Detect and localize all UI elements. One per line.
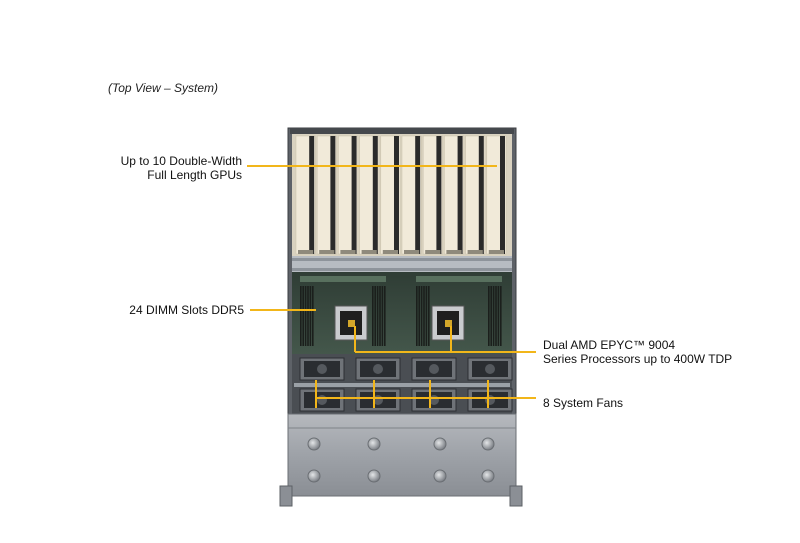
dimm-slot: [420, 286, 423, 346]
dimm-slot: [307, 286, 309, 346]
dimm-slot: [490, 286, 492, 346]
fan-callout-label: 8 System Fans: [543, 396, 623, 410]
cpu-callout-line1: Dual AMD EPYC™ 9004: [543, 338, 676, 352]
dimm-slot: [428, 286, 430, 346]
gpu-card: [401, 135, 422, 255]
gpu-card: [444, 135, 464, 255]
front-screw: [367, 469, 381, 483]
system-fans: [299, 357, 513, 412]
fan-callout-line: [315, 380, 536, 408]
dimm-slot: [312, 286, 314, 346]
motherboard: [292, 272, 512, 354]
front-panel-screws: [307, 437, 495, 483]
dimm-slot: [372, 286, 374, 346]
front-screw: [307, 469, 321, 483]
cpu-callout-line: [354, 326, 536, 353]
system-fan: [467, 357, 513, 381]
system-fan: [411, 388, 457, 412]
gpu-card: [295, 135, 316, 255]
gpu-card: [422, 135, 443, 255]
dimm-slot: [384, 286, 386, 346]
dimm-slot: [376, 286, 379, 346]
gpu-card: [486, 135, 507, 255]
front-screw: [481, 437, 495, 451]
system-fan: [411, 357, 457, 381]
gpu-card: [465, 135, 486, 255]
cpu-socket-1: [334, 305, 368, 341]
dimm-slot: [379, 286, 381, 346]
dimm-slot: [381, 286, 384, 346]
system-fan: [355, 357, 401, 381]
dimm-slot: [423, 286, 425, 346]
system-fan: [299, 388, 345, 412]
fan-callout-line1: 8 System Fans: [543, 396, 624, 410]
dimm-slot: [495, 286, 497, 346]
dimm-slot: [416, 286, 418, 346]
gpu-callout-line1: Up to 10 Double-Width: [120, 154, 242, 168]
cpu-callout-line2: Series Processors up to 400W TDP: [543, 352, 733, 366]
dimm-slot: [492, 286, 495, 346]
gpu-callout-label: Up to 10 Double-Width Full Length GPUs: [110, 154, 242, 182]
gpu-bay: [292, 134, 512, 256]
gpu-card: [338, 135, 358, 255]
dimm-slot: [425, 286, 428, 346]
dimm-slots: [300, 286, 502, 346]
front-screw: [433, 469, 447, 483]
front-screw: [367, 437, 381, 451]
dimm-slot: [488, 286, 490, 346]
dimm-callout-label: 24 DIMM Slots DDR5: [96, 303, 244, 317]
dimm-slot: [374, 286, 376, 346]
front-screw: [481, 469, 495, 483]
dimm-slot: [300, 286, 302, 346]
dimm-slot: [500, 286, 502, 346]
gpu-callout-line2: Full Length GPUs: [147, 168, 242, 182]
front-screw: [433, 437, 447, 451]
system-fan: [299, 357, 345, 381]
system-fan: [467, 388, 513, 412]
front-screw: [307, 437, 321, 451]
dimm-slot: [309, 286, 312, 346]
system-fan: [355, 388, 401, 412]
dimm-slot: [497, 286, 500, 346]
dimm-callout-line1: 24 DIMM Slots DDR5: [129, 303, 244, 317]
dimm-slot: [302, 286, 304, 346]
dimm-slot: [304, 286, 307, 346]
gpu-card: [359, 135, 380, 255]
diagram-caption: (Top View – System): [108, 81, 219, 95]
dimm-slot: [418, 286, 420, 346]
front-panel: [287, 413, 517, 497]
cpu-socket-2: [431, 305, 465, 341]
riser-strip: [292, 256, 512, 272]
callout-lines: [247, 165, 536, 408]
cpu-callout-label: Dual AMD EPYC™ 9004 Series Processors up…: [543, 338, 732, 366]
chassis-feet: [279, 485, 523, 507]
gpu-card: [380, 135, 401, 255]
gpu-card: [316, 135, 337, 255]
